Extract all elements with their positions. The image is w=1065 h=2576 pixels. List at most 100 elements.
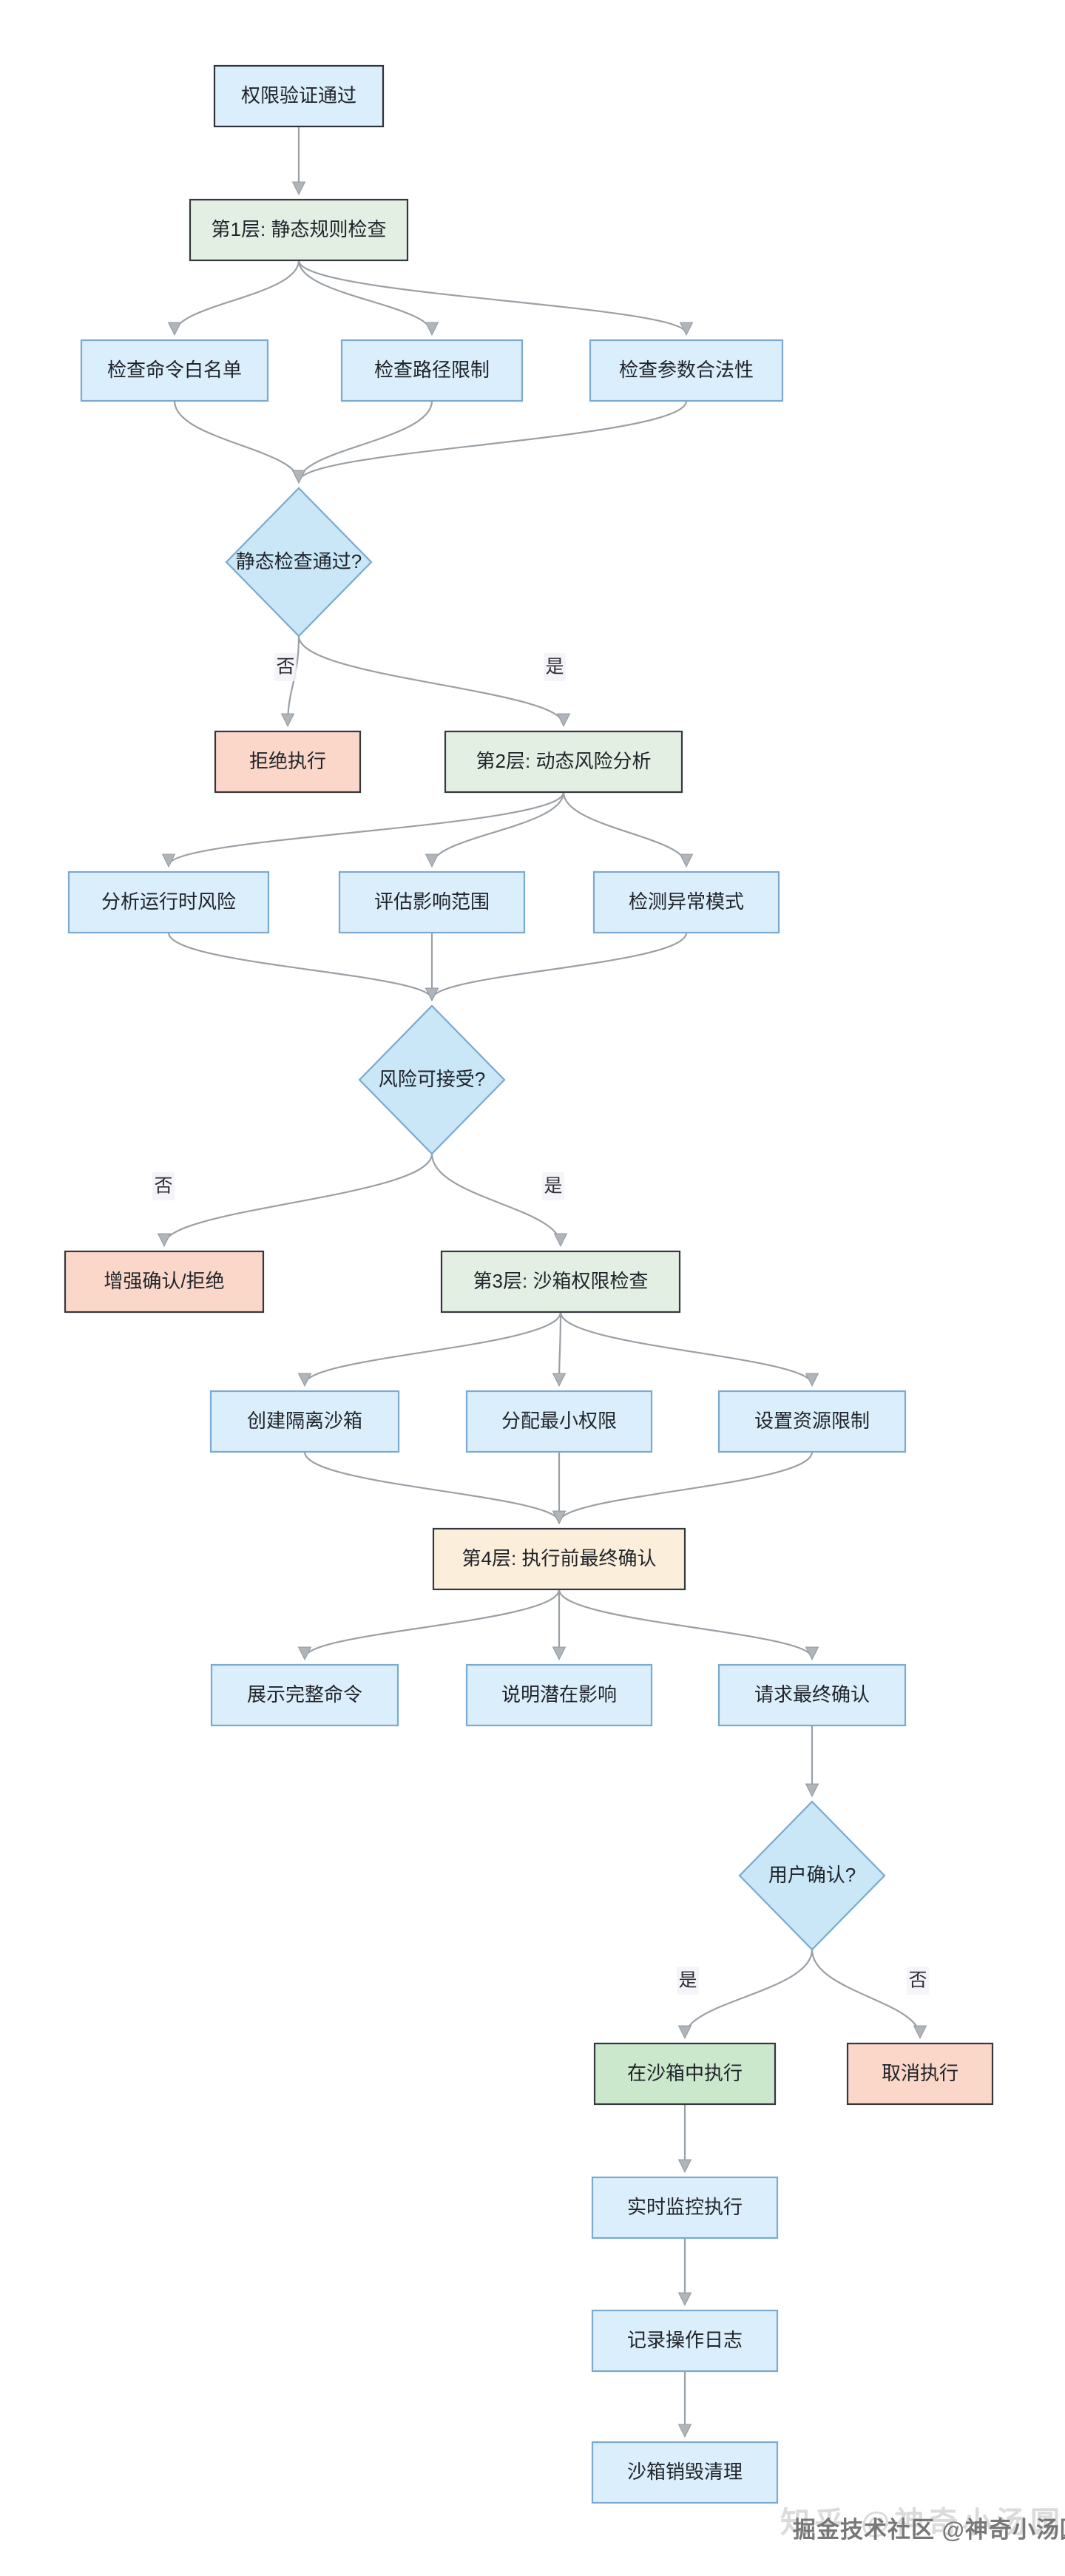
- node-label-layer4: 第4层: 执行前最终确认: [462, 1547, 657, 1569]
- node-label-start: 权限验证通过: [241, 84, 356, 107]
- node-dec1[interactable]: 静态检查通过?: [225, 487, 373, 638]
- edge-label-backdrop: [152, 1172, 175, 1200]
- node-show[interactable]: 展示完整命令: [210, 1663, 399, 1727]
- node-cancel[interactable]: 取消执行: [846, 2042, 994, 2106]
- node-shape-rect: [591, 2309, 779, 2373]
- edge-label-backdrop: [907, 1967, 929, 1995]
- edge-label-text: 否: [276, 657, 294, 677]
- edge-layer3-to-sbx2: [552, 1311, 567, 1387]
- node-shape-rect: [64, 1250, 265, 1314]
- node-start[interactable]: 权限验证通过: [213, 64, 385, 128]
- edge-layer2-to-risk3: [562, 791, 694, 868]
- node-chk3[interactable]: 检查参数合法性: [589, 339, 784, 402]
- edge-dec2-to-confirm: [157, 1153, 433, 1248]
- edge-risk1-to-dec2: [167, 932, 439, 1002]
- node-shape-rect: [592, 871, 780, 934]
- node-label-sbx3: 设置资源限制: [754, 1410, 870, 1432]
- node-layer4[interactable]: 第4层: 执行前最终确认: [432, 1527, 686, 1591]
- node-dec2[interactable]: 风险可接受?: [358, 1004, 506, 1155]
- edge-dec1-to-reject: [280, 635, 300, 728]
- edge-label-backdrop: [542, 1172, 564, 1200]
- node-shape-rect: [213, 64, 385, 128]
- node-shape-rect: [340, 339, 524, 402]
- edge-dec3-to-cancel: [811, 1949, 927, 2040]
- node-layer3[interactable]: 第3层: 沙箱权限检查: [440, 1250, 681, 1314]
- node-explain[interactable]: 说明潜在影响: [465, 1663, 653, 1727]
- node-label-layer1: 第1层: 静态规则检查: [212, 218, 387, 240]
- node-shape-rect: [465, 1390, 653, 1453]
- edges-group: [157, 126, 927, 2438]
- node-label-dec2: 风险可接受?: [379, 1068, 485, 1090]
- node-confirm[interactable]: 增强确认/拒绝: [64, 1250, 265, 1314]
- node-label-risk1: 分析运行时风险: [101, 890, 236, 913]
- node-shape-rect: [591, 2176, 779, 2239]
- node-risk3[interactable]: 检测异常模式: [592, 871, 780, 934]
- edge-layer1-to-chk3: [297, 260, 694, 337]
- node-label-chk1: 检查命令白名单: [107, 359, 242, 381]
- node-monitor[interactable]: 实时监控执行: [591, 2176, 779, 2239]
- edge-label-text: 是: [544, 1176, 562, 1197]
- edge-label-backdrop: [677, 1967, 699, 1995]
- node-sandboxrun[interactable]: 在沙箱中执行: [593, 2042, 777, 2106]
- edge-layer2-to-risk1: [161, 791, 565, 868]
- node-shape-diamond: [225, 487, 373, 638]
- node-destroy[interactable]: 沙箱销毁清理: [591, 2441, 779, 2504]
- node-label-sbx2: 分配最小权限: [501, 1410, 617, 1432]
- node-label-sandboxrun: 在沙箱中执行: [627, 2062, 743, 2084]
- node-layer2[interactable]: 第2层: 动态风险分析: [444, 730, 683, 794]
- node-risk2[interactable]: 评估影响范围: [338, 871, 526, 934]
- node-shape-rect: [338, 871, 526, 934]
- node-label-dec1: 静态检查通过?: [236, 550, 362, 572]
- node-shape-rect: [444, 730, 683, 794]
- node-log[interactable]: 记录操作日志: [591, 2309, 779, 2373]
- node-sbx2[interactable]: 分配最小权限: [465, 1390, 653, 1453]
- node-label-chk2: 检查路径限制: [374, 359, 490, 381]
- node-shape-rect: [210, 1663, 399, 1727]
- node-label-layer2: 第2层: 动态风险分析: [476, 750, 652, 772]
- edge-label-text: 是: [545, 657, 564, 677]
- edge-sbx3-to-layer4: [552, 1451, 814, 1525]
- node-dec3[interactable]: 用户确认?: [738, 1800, 886, 1951]
- node-label-dec3: 用户确认?: [768, 1864, 856, 1886]
- node-label-sbx1: 创建隔离沙箱: [247, 1410, 362, 1432]
- node-risk1[interactable]: 分析运行时风险: [67, 871, 270, 934]
- node-reject[interactable]: 拒绝执行: [214, 730, 362, 794]
- node-label-reject: 拒绝执行: [249, 750, 326, 772]
- node-sbx1[interactable]: 创建隔离沙箱: [209, 1390, 400, 1453]
- node-label-risk3: 检测异常模式: [629, 890, 744, 913]
- edge-label-0: 否: [274, 653, 297, 681]
- node-shape-rect: [214, 730, 362, 794]
- edge-labels-group: 否是否是是否: [152, 653, 929, 1995]
- node-shape-rect: [465, 1663, 653, 1727]
- node-label-ask: 请求最终确认: [754, 1683, 870, 1705]
- node-shape-rect: [80, 339, 269, 402]
- node-ask[interactable]: 请求最终确认: [717, 1663, 907, 1727]
- node-shape-diamond: [358, 1004, 506, 1155]
- node-shape-rect: [209, 1390, 400, 1453]
- node-label-confirm: 增强确认/拒绝: [104, 1270, 224, 1292]
- node-layer1[interactable]: 第1层: 静态规则检查: [189, 198, 409, 262]
- edge-layer1-to-chk1: [167, 260, 300, 337]
- node-label-chk3: 检查参数合法性: [619, 359, 754, 381]
- edge-dec1-to-layer2: [297, 635, 571, 728]
- node-shape-rect: [189, 198, 409, 262]
- edge-layer3-to-sbx1: [297, 1311, 562, 1387]
- node-shape-rect: [846, 2042, 994, 2106]
- node-label-explain: 说明潜在影响: [501, 1683, 617, 1705]
- node-label-destroy: 沙箱销毁清理: [627, 2461, 743, 2483]
- edge-layer2-to-risk2: [425, 791, 565, 868]
- edge-layer4-to-show: [297, 1589, 561, 1661]
- node-label-log: 记录操作日志: [627, 2329, 743, 2351]
- node-chk2[interactable]: 检查路径限制: [340, 339, 524, 402]
- edge-label-1: 是: [544, 653, 566, 681]
- edge-chk3-to-dec1: [291, 400, 688, 484]
- node-label-risk2: 评估影响范围: [374, 890, 490, 913]
- node-chk1[interactable]: 检查命令白名单: [80, 339, 269, 402]
- edge-label-4: 是: [677, 1967, 699, 1995]
- edge-label-text: 否: [154, 1176, 172, 1197]
- node-sbx3[interactable]: 设置资源限制: [717, 1390, 907, 1453]
- edge-dec3-to-sandboxrun: [677, 1949, 814, 2040]
- node-shape-diamond: [738, 1800, 886, 1951]
- node-label-cancel: 取消执行: [882, 2062, 958, 2084]
